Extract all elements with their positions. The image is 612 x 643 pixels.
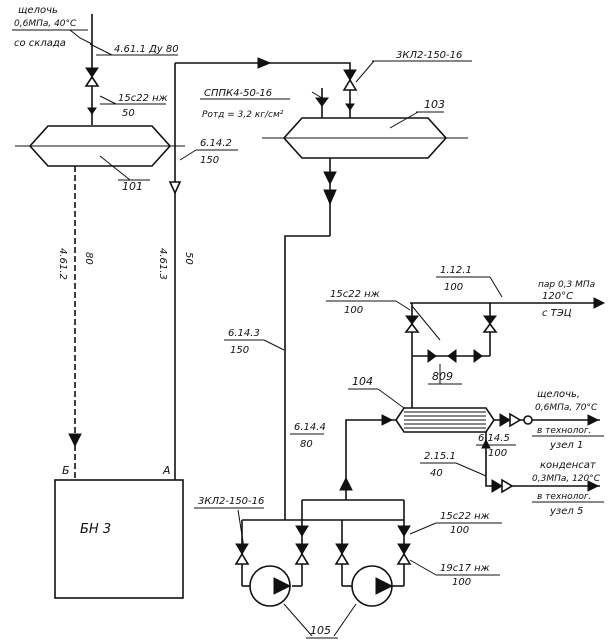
tank-101 — [15, 125, 185, 167]
valve-3kl2-top — [342, 69, 358, 111]
alkali-out-label-1: щелочь, — [537, 389, 580, 400]
valve-15s22-steam-label: 15с22 нж — [330, 289, 380, 300]
pipe-614-5-label: 6.14.5 — [478, 433, 510, 444]
condensate-label-4: узел 5 — [549, 506, 583, 517]
steam-label-2: 120°С — [542, 291, 573, 302]
tank-bn3-label: БН 3 — [80, 522, 111, 537]
condensate-label-1: конденсат — [540, 460, 597, 471]
pump-piping — [234, 499, 412, 587]
pipe-112-1-label: 1.12.1 — [440, 265, 472, 276]
alkali-out-label-2: 0,6МПа, 70°С — [535, 403, 598, 413]
valve-19s17-dn: 100 — [452, 577, 471, 588]
port-b-label: Б — [62, 464, 70, 477]
pipe-614-5-dn: 100 — [488, 448, 507, 459]
pipe-614-3-dn: 150 — [230, 345, 249, 356]
pipe-614-3 — [284, 235, 330, 520]
pipe-614-2-dn: 150 — [200, 155, 219, 166]
pipe-614-4-dn: 80 — [300, 439, 313, 450]
valve-15s22-steam-dn: 100 — [344, 305, 363, 316]
pipe-215-1 — [485, 432, 600, 487]
safety-valve — [311, 88, 329, 118]
pipe-215-1-label: 2.15.1 — [424, 451, 456, 462]
condensate-label-2: 0,3МПа, 120°С — [532, 474, 601, 484]
tank-103-tag: 103 — [424, 98, 445, 111]
valve-15s22-pump-dn: 100 — [450, 525, 469, 536]
alkali-inlet-label-2: 0,6МПа, 40°С — [14, 19, 77, 29]
valve-15s22-top-label: 15с22 нж — [118, 93, 168, 104]
pipe-461-2-dn: 80 — [83, 252, 94, 265]
alkali-inlet-label-3: со склада — [14, 38, 66, 49]
pipe-215-1-dn: 40 — [430, 468, 443, 479]
safety-pressure-label: Pотд = 3,2 кг/см² — [202, 110, 284, 120]
tank-101-tag: 101 — [122, 180, 143, 193]
valve-15s22-pump-label: 15с22 нж — [440, 511, 490, 522]
pipe-614-3-label: 6.14.3 — [228, 328, 260, 339]
pump-105-a — [249, 565, 292, 607]
pipe-614-4-label: 6.14.4 — [294, 422, 326, 433]
steam-label-1: пар 0,3 МПа — [538, 280, 595, 290]
pipe-112-1-dn: 100 — [444, 282, 463, 293]
tank-bn3 — [54, 479, 184, 599]
pipe-461-2-label: 4.61.2 — [57, 248, 68, 280]
pipe-to-103 — [175, 62, 351, 118]
pipe-614-4 — [345, 419, 396, 500]
pipe-461-3-dn: 50 — [183, 252, 194, 265]
group-809-tag: 809 — [432, 370, 453, 383]
safety-valve-label: СППК4-50-16 — [204, 88, 272, 99]
steam-label-3: с ТЭЦ — [542, 308, 572, 319]
heat-exchanger-104 — [395, 407, 495, 433]
port-a-label: А — [162, 464, 171, 477]
heater-104-tag: 104 — [352, 375, 373, 388]
alkali-out-label-3: в технолог. — [537, 426, 592, 436]
condensate-label-3: в технолог. — [537, 492, 592, 502]
valve-3kl2-top-label: 3КЛ2-150-16 — [396, 50, 462, 61]
valve-15s22-top — [84, 67, 100, 115]
steam-valve-group — [404, 303, 498, 408]
pipe-461-top-label: 4.61.1 Ду 80 — [114, 44, 179, 55]
pump-105-b — [351, 565, 394, 607]
pumps-105-tag: 105 — [310, 624, 331, 637]
alkali-out-label-4: узел 1 — [549, 440, 583, 451]
valve-19s17-label: 19с17 нж — [440, 563, 490, 574]
alkali-inlet-label-1: щелочь — [18, 5, 58, 16]
pipe-461-3-label: 4.61.3 — [157, 248, 168, 280]
pipe-614-2-label: 6.14.2 — [200, 138, 232, 149]
alkali-inlet-group: щелочь 0,6МПа, 40°С со склада 4.61.1 Ду … — [12, 5, 179, 56]
valve-15s22-top-dn: 50 — [122, 108, 135, 119]
valve-3kl2-pump-label: 3КЛ2-150-16 — [198, 496, 264, 507]
